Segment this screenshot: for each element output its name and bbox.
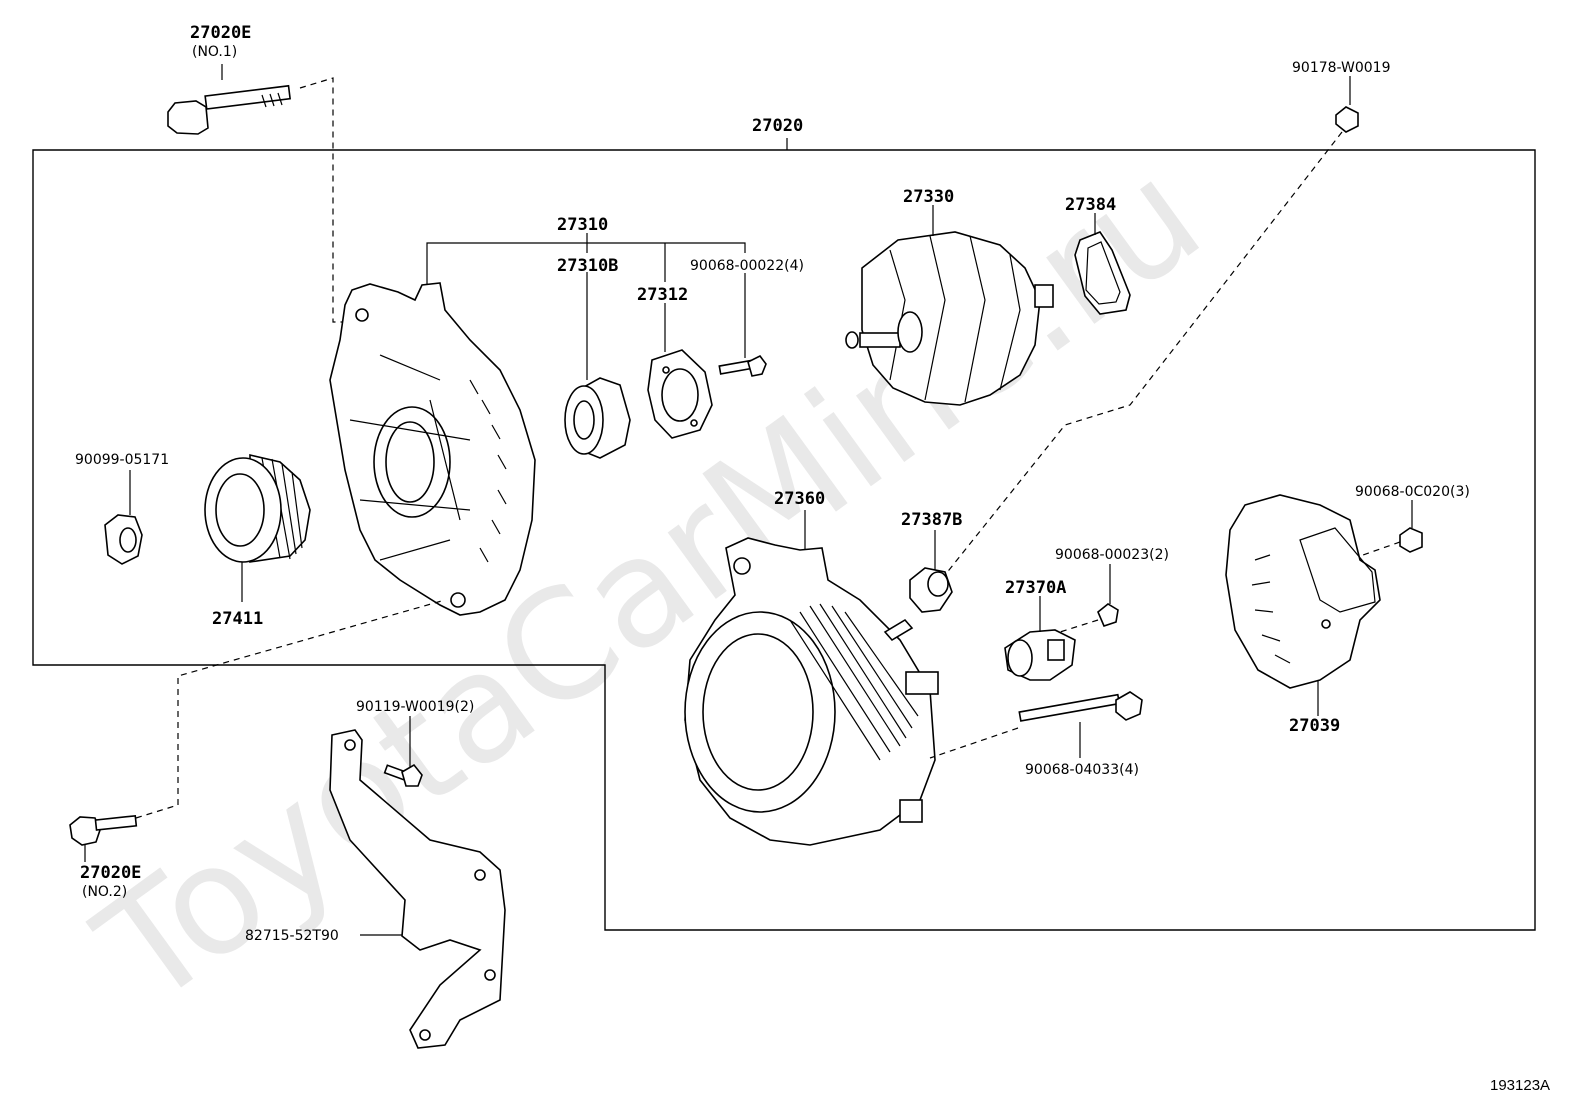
dash-27020e-no2 [135, 599, 446, 819]
drive-end-frame-27310[interactable] [329, 282, 536, 616]
label-90099-05171: 90099-05171 [75, 452, 169, 468]
bolt-90068-04033[interactable] [1018, 691, 1143, 722]
rectifier-end-frame-27360[interactable] [684, 537, 939, 846]
label-90068-00023: 90068-00023(2) [1055, 547, 1169, 563]
label-27310: 27310 [557, 215, 608, 235]
label-27330: 27330 [903, 187, 954, 207]
label-27020e-no2: 27020E [80, 863, 141, 883]
rear-cover-27039[interactable] [1225, 494, 1381, 689]
label-27312: 27312 [637, 285, 688, 305]
bolt-90119-w0019[interactable] [383, 763, 423, 787]
label-90068-00022: 90068-00022(4) [690, 258, 804, 274]
screw-90068-00022[interactable] [718, 354, 767, 377]
bracket-27310 [426, 242, 746, 285]
rotor-27330[interactable] [845, 231, 1054, 406]
dash-27020e-no1 [299, 77, 348, 323]
dash-90068-00023 [1059, 619, 1099, 633]
label-90068-0c020: 90068-0C020(3) [1355, 484, 1470, 500]
nut-90099-05171[interactable] [104, 514, 143, 565]
retainer-plate-27312[interactable] [647, 349, 713, 439]
label-90068-04033: 90068-04033(4) [1025, 762, 1139, 778]
drawing-code: 193123A [1490, 1077, 1550, 1094]
dash-90068-04033 [929, 727, 1019, 759]
dash-90068-0c020 [1359, 541, 1401, 557]
label-27020e-no2-note: (NO.2) [82, 884, 127, 900]
label-27411: 27411 [212, 609, 263, 629]
label-27039: 27039 [1289, 716, 1340, 736]
nut-90178-w0019[interactable] [1335, 106, 1359, 133]
label-27384: 27384 [1065, 195, 1116, 215]
label-82715-52t90: 82715-52T90 [245, 928, 339, 944]
label-27020e-no1-note: (NO.1) [192, 44, 237, 60]
insulator-27387b[interactable] [909, 567, 953, 613]
bolt-27020e-no2[interactable] [69, 814, 138, 846]
pulley-27411[interactable] [204, 453, 311, 563]
ring-27384[interactable] [1074, 231, 1131, 315]
label-27020e-no1: 27020E [190, 23, 251, 43]
assembly-27020-frame [32, 149, 1536, 931]
label-27020: 27020 [752, 116, 803, 136]
screw-90068-00023[interactable] [1097, 603, 1119, 627]
label-27370a: 27370A [1005, 578, 1066, 598]
label-27310b: 27310B [557, 256, 618, 276]
nut-90068-0c020[interactable] [1399, 527, 1423, 553]
label-27360: 27360 [774, 489, 825, 509]
bearing-27310b[interactable] [564, 377, 631, 459]
bracket-82715-52t90[interactable] [329, 729, 506, 1049]
regulator-27370a[interactable] [1004, 629, 1076, 681]
bolt-27020e-no1[interactable] [167, 84, 291, 135]
label-27387b: 27387B [901, 510, 962, 530]
label-90119-w0019: 90119-W0019(2) [356, 699, 474, 715]
dash-90178 [944, 131, 1343, 576]
label-90178-w0019: 90178-W0019 [1292, 60, 1391, 76]
